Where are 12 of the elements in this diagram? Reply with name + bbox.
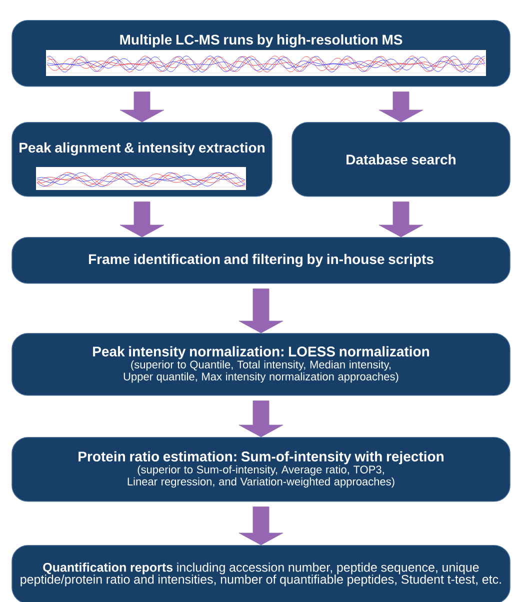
block-arrow [120, 92, 164, 122]
block-arrow [120, 202, 164, 238]
process-box: Database search [292, 122, 510, 197]
process-box: Peak intensity normalization: LOESS normalization (superior to Quantile, Total intensity, Median intensity, Upper quantile, Max intensity normalization approaches) [12, 333, 510, 396]
block-arrow [238, 400, 284, 438]
process-box: Quantification reports including accession number, peptide sequence, unique peptide/protein ratio and intensities, number of quantifiable peptides, Student t-test, etc. [12, 545, 510, 602]
block-arrow [378, 202, 424, 238]
block-arrow [378, 92, 424, 122]
block-arrow [238, 506, 284, 546]
process-box: Frame identification and filtering by in-house scripts [12, 237, 510, 284]
block-arrow [238, 288, 284, 334]
process-box: Protein ratio estimation: Sum-of-intensity with rejection (superior to Sum-of-intensity, Average ratio, TOP3, Linear regression, and Variation-weighted approaches) [12, 437, 510, 502]
